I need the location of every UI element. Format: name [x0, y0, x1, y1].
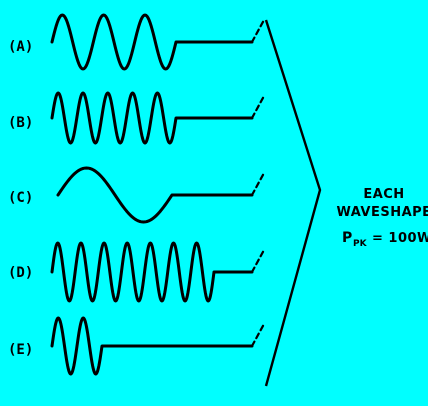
waveform-row-a: (A) — [8, 13, 266, 71]
waveform-d-continuation — [250, 248, 266, 274]
peak-power-subscript: PK — [353, 239, 368, 249]
waveform-b-trace — [50, 91, 254, 145]
peak-power-label: P PK = 100W — [342, 230, 428, 249]
waveform-label-a: (A) — [8, 39, 33, 55]
waveform-e-trace — [50, 316, 254, 376]
waveform-row-e: (E) — [8, 316, 266, 376]
waveform-c-trace — [56, 166, 254, 224]
peak-power-value: = 100W — [372, 231, 428, 246]
waveform-d-trace — [50, 241, 254, 303]
waveform-label-d: (D) — [8, 265, 33, 281]
waveform-row-d: (D) — [8, 241, 266, 303]
waveform-row-b: (B) — [8, 91, 266, 145]
annotation-line-waveshape: WAVESHAPE — [336, 205, 428, 220]
waveform-label-c: (C) — [8, 190, 33, 206]
waveform-label-b: (B) — [8, 115, 33, 131]
annotation-line-each: EACH — [363, 187, 404, 202]
waveform-b-continuation — [250, 94, 266, 120]
waveform-label-e: (E) — [8, 342, 33, 358]
grouping-brace — [264, 19, 322, 387]
waveform-row-c: (C) — [8, 166, 266, 224]
waveform-a-trace — [50, 13, 254, 71]
waveform-c-continuation — [250, 171, 266, 197]
waveform-e-continuation — [250, 322, 266, 348]
peak-power-symbol: P — [342, 230, 353, 246]
waveform-a-continuation — [250, 18, 266, 44]
